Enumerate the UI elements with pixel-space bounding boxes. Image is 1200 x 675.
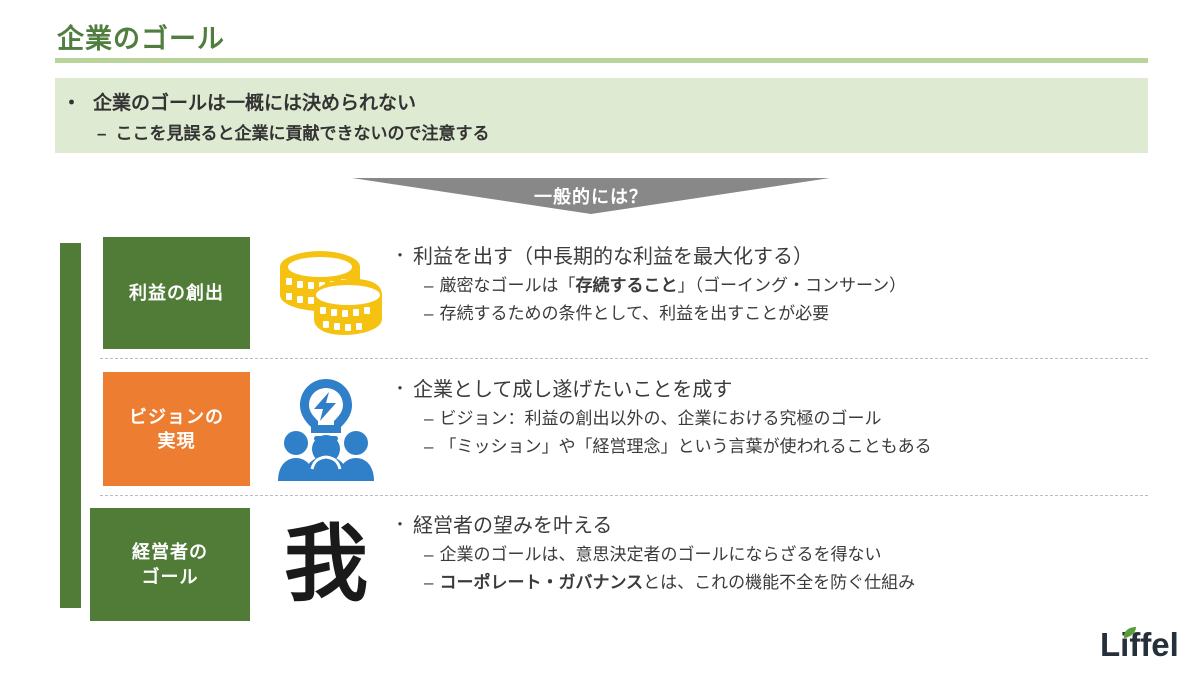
dash-marker-icon: – (424, 304, 434, 324)
callout-banner (55, 78, 1148, 153)
category-label-management-line1: 経営者の (132, 542, 208, 563)
headline-vision: ・企業として成し遂げたいことを成す (392, 376, 1182, 405)
goal-row-management: 経営者の ゴール 我 ・経営者の望みを叶える –企業のゴールは、意思決定者のゴー… (0, 506, 1200, 622)
dash-marker-icon: – (424, 409, 434, 428)
headline-profit: ・利益を出す（中長期的な利益を最大化する） (392, 243, 1182, 272)
category-label-vision-line2: 実現 (157, 431, 196, 451)
row-divider-2 (100, 495, 1148, 496)
sub-point-profit-1-pre: 厳密なゴールは「 (439, 276, 576, 295)
sub-point-management-2-post: とは、これの機能不全を防ぐ仕組み (643, 573, 916, 593)
icon-slot-vision (262, 372, 390, 486)
callout-line-1-text: 企業のゴールは一概には決められない (93, 93, 417, 114)
icon-slot-profit (262, 241, 390, 345)
category-label-management-line2: ゴール (141, 566, 199, 587)
headline-vision-text: 企業として成し遂げたいことを成す (413, 379, 733, 401)
dash-marker-icon: – (424, 437, 434, 457)
sub-point-profit-1-bold: 存続すること (575, 276, 678, 295)
headline-profit-text: 利益を出す（中長期的な利益を最大化する） (413, 246, 814, 268)
headline-management: ・経営者の望みを叶える (392, 512, 1182, 541)
title-underline-rule (55, 58, 1148, 63)
liffel-logo: Liffel (1100, 626, 1184, 666)
lightbulb-people-icon (278, 379, 374, 481)
kanji-ware-glyph: 我 (283, 515, 368, 613)
callout-line-2: –ここを見誤ると企業に貢献できないので注意する (97, 119, 489, 144)
category-label-management: 経営者の ゴール (90, 508, 250, 621)
liffel-logo-text: Liffel (1100, 626, 1179, 663)
arrow-banner-label: 一般的には？ (534, 187, 648, 207)
left-accent-spine (60, 243, 81, 608)
leaf-icon (1123, 627, 1136, 638)
category-label-vision: ビジョンの 実現 (103, 372, 250, 486)
sub-point-profit-1: –厳密なゴールは「存続すること」（ゴーイング・コンサーン） (424, 272, 1182, 300)
category-label-profit: 利益の創出 (103, 237, 250, 349)
coins-icon (280, 251, 382, 335)
callout-line-1: ・企業のゴールは一概には決められない (62, 88, 416, 115)
callout-line-2-text: ここを見誤ると企業に貢献できないので注意する (115, 124, 490, 143)
bullet-marker-icon: ・ (392, 248, 409, 265)
page-title: 企業のゴール (57, 24, 225, 54)
goal-text-profit: ・利益を出す（中長期的な利益を最大化する） –厳密なゴールは「存続すること」（ゴ… (392, 243, 1182, 328)
dash-marker-icon: – (424, 545, 434, 564)
sub-point-management-2-bold: コーポレート・ガバナンス (439, 573, 644, 593)
goal-row-profit: 利益の創出 (0, 237, 1200, 350)
sub-point-vision-2: –「ミッション」や「経営理念」という言葉が使われることもある (424, 433, 1182, 461)
bullet-marker-icon: ・ (392, 381, 409, 398)
dash-marker-icon: – (424, 276, 434, 295)
sub-point-profit-2: –存続するための条件として、利益を出すことが必要 (424, 300, 1182, 328)
sub-point-vision-1-text: ビジョン：利益の創出以外の、企業における究極のゴール (439, 409, 882, 428)
sub-point-management-1-text: 企業のゴールは、意思決定者のゴールにならざるを得ない (439, 545, 882, 564)
headline-management-text: 経営者の望みを叶える (413, 515, 613, 537)
bullet-marker-icon: ・ (392, 517, 409, 534)
goal-row-vision: ビジョンの 実現 (0, 370, 1200, 488)
sub-point-profit-1-post: 」（ゴーイング・コンサーン） (677, 276, 907, 295)
sub-point-vision-2-text: 「ミッション」や「経営理念」という言葉が使われることもある (439, 437, 932, 457)
general-case-arrow-banner: 一般的には？ (352, 178, 830, 214)
dash-marker-icon: – (424, 573, 434, 593)
goal-text-management: ・経営者の望みを叶える –企業のゴールは、意思決定者のゴールにならざるを得ない … (392, 512, 1182, 597)
category-label-profit-text: 利益の創出 (129, 282, 224, 303)
sub-point-management-2: –コーポレート・ガバナンスとは、これの機能不全を防ぐ仕組み (424, 569, 1182, 597)
row-divider-1 (100, 358, 1148, 359)
sub-point-management-1: –企業のゴールは、意思決定者のゴールにならざるを得ない (424, 541, 1182, 569)
sub-point-vision-1: –ビジョン：利益の創出以外の、企業における究極のゴール (424, 405, 1182, 433)
bullet-marker-icon: ・ (62, 93, 82, 114)
category-label-vision-line1: ビジョンの (129, 406, 224, 427)
icon-slot-management: 我 (262, 506, 390, 622)
goal-text-vision: ・企業として成し遂げたいことを成す –ビジョン：利益の創出以外の、企業における究… (392, 376, 1182, 461)
dash-marker-icon: – (97, 124, 107, 143)
sub-point-profit-2-pre: 存続するための条件として、利益を出すことが必要 (439, 304, 830, 324)
